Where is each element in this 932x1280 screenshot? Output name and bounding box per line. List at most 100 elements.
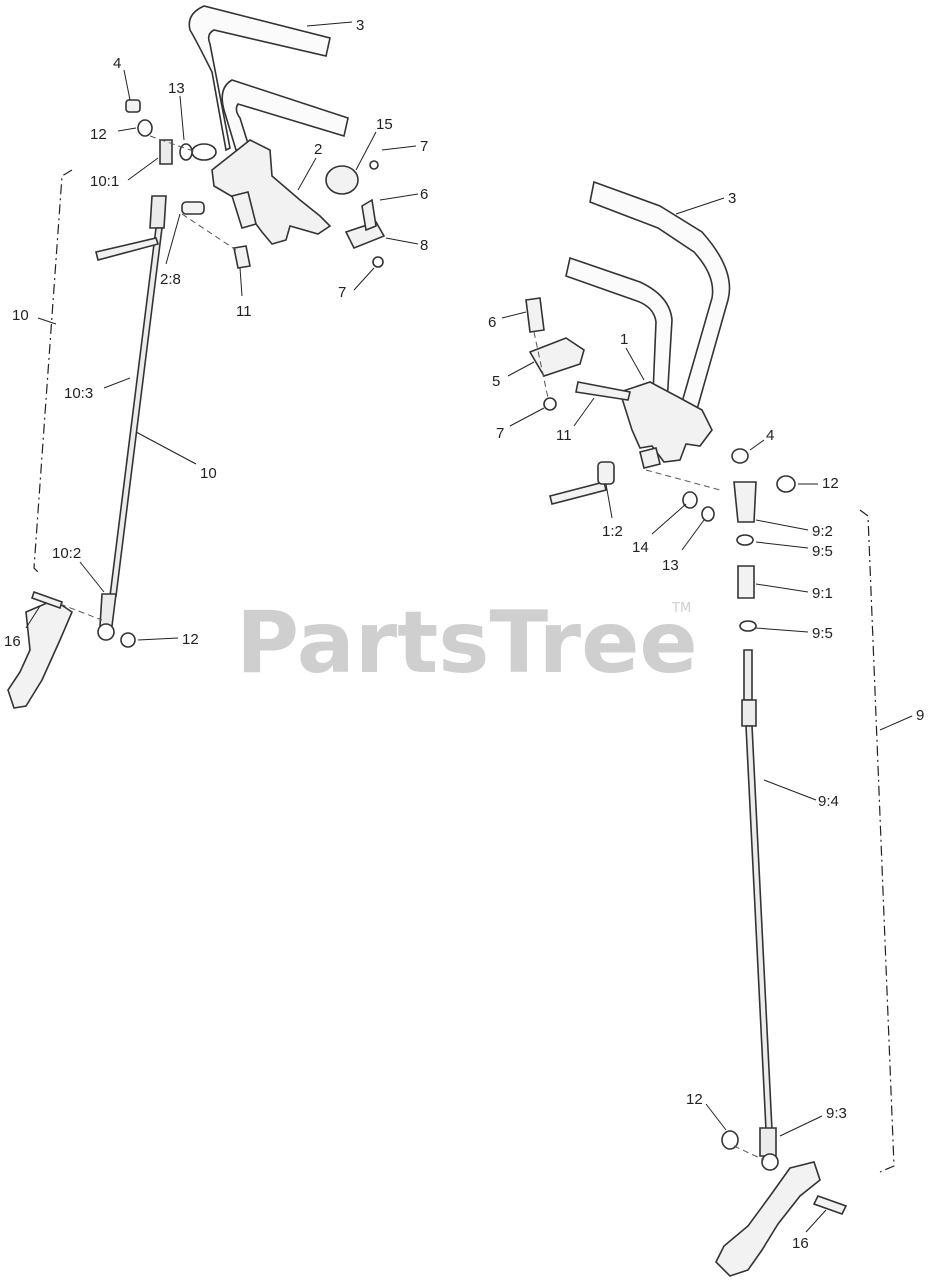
right-dash-guide-2	[645, 469, 721, 491]
right-spring	[639, 447, 661, 469]
right-assembly	[525, 180, 848, 1277]
callout-3-left: 3	[356, 17, 364, 34]
left-spring	[230, 191, 257, 229]
callout-10-3: 10:3	[64, 385, 93, 402]
left-rod-end-bottom	[99, 593, 117, 627]
left-assembly-bracket	[33, 169, 73, 575]
left-rod-end-top	[159, 139, 173, 165]
left-nut-12-bottom	[120, 632, 136, 648]
callout-12-left-top: 12	[90, 126, 107, 143]
callout-4-left: 4	[113, 55, 121, 72]
callout-13-right: 13	[662, 557, 679, 574]
right-washer-9-5-top	[736, 534, 754, 546]
left-control-lever	[211, 139, 332, 245]
right-bolt-11	[575, 381, 631, 401]
callout-8-left: 8	[420, 237, 428, 254]
callout-1-2: 1:2	[602, 523, 623, 540]
callout-6-right: 6	[488, 314, 496, 331]
right-assembly-bracket	[859, 509, 895, 1173]
left-dash-guide-2	[149, 135, 197, 153]
callout-11-left: 11	[236, 303, 252, 320]
right-callouts: 3 6 1 5 7 11 4 12 1:2 14 13 9:2 9:5 9:1 …	[488, 190, 924, 1252]
callout-11-right: 11	[556, 427, 572, 444]
left-rod-coupler	[149, 195, 167, 229]
callout-4-right: 4	[766, 427, 774, 444]
left-dash-guide-3	[59, 603, 103, 621]
left-pivot-bushing	[191, 143, 217, 161]
right-dash-guide-1	[533, 331, 549, 399]
right-spacer-1-2	[597, 461, 615, 485]
right-bracket-5	[528, 337, 585, 377]
callout-9-1: 9:1	[812, 585, 833, 602]
right-dash-guide-3	[733, 1145, 765, 1161]
right-rod-top	[743, 649, 753, 701]
left-rod-10	[109, 227, 163, 597]
callout-7-left-bottom: 7	[338, 284, 346, 301]
callout-1-right: 1	[620, 331, 628, 348]
left-nut-12-top	[137, 119, 153, 137]
callout-12-right-top: 12	[822, 475, 839, 492]
callout-15-left: 15	[376, 116, 393, 133]
left-handle-bar-rear	[221, 79, 349, 151]
left-spacer-2-8	[181, 201, 205, 215]
right-bolt-16	[812, 1195, 848, 1215]
callout-16-right: 16	[792, 1235, 809, 1252]
right-rod-coupler	[741, 699, 757, 727]
left-rod-eye	[97, 623, 115, 641]
callout-2-left: 2	[314, 141, 322, 158]
right-nut-7	[543, 397, 557, 411]
callout-13-left: 13	[168, 80, 185, 97]
right-washer-13	[701, 506, 715, 522]
left-damper-15	[325, 165, 359, 195]
callout-2-8: 2:8	[160, 271, 181, 288]
callout-10-left-bracket: 10	[12, 307, 29, 324]
callout-9-5-top: 9:5	[812, 543, 833, 560]
right-rod-eye	[761, 1153, 779, 1171]
callout-6-left: 6	[420, 186, 428, 203]
callout-10-left-rod: 10	[200, 465, 217, 482]
right-rod-end-9-2	[733, 481, 757, 523]
left-bolt-7-top	[369, 160, 379, 170]
right-nut-12-bottom	[721, 1130, 739, 1150]
left-nut-7	[372, 256, 384, 268]
callout-7-right: 7	[496, 425, 504, 442]
left-assembly	[7, 5, 386, 709]
left-dash-guide-1	[181, 213, 237, 251]
callout-7-left-top: 7	[420, 138, 428, 155]
callout-9-3: 9:3	[826, 1105, 847, 1122]
callout-12-left-bottom: 12	[182, 631, 199, 648]
left-nut-4	[125, 99, 141, 113]
callout-9-bracket: 9	[916, 707, 924, 724]
left-handle-bar-front	[188, 5, 331, 152]
left-long-bolt	[95, 237, 160, 261]
right-bolt-6	[525, 297, 545, 333]
right-rod-9-4	[745, 725, 773, 1131]
callout-5-right: 5	[492, 373, 500, 390]
right-lower-arm	[715, 1161, 821, 1277]
callout-12-right-bottom: 12	[686, 1091, 703, 1108]
right-rod-end-9-3	[759, 1127, 777, 1157]
callout-9-5-bottom: 9:5	[812, 625, 833, 642]
right-long-bolt	[549, 481, 607, 505]
callout-14-right: 14	[632, 539, 649, 556]
right-control-lever	[619, 381, 713, 463]
right-bracket-leader	[879, 715, 913, 731]
right-leaders	[501, 197, 827, 1233]
callout-3-right: 3	[728, 190, 736, 207]
left-bolt-16	[30, 590, 64, 610]
left-leaders	[25, 21, 419, 641]
callout-9-2: 9:2	[812, 523, 833, 540]
right-spring-9-1	[737, 565, 755, 599]
left-lower-arm	[7, 599, 73, 709]
right-nut-12-top	[776, 475, 796, 493]
left-bolt-6	[361, 198, 377, 232]
callout-10-2: 10:2	[52, 545, 81, 562]
watermark-tm: TM	[671, 601, 691, 616]
callout-9-4: 9:4	[818, 793, 839, 810]
left-bolt-11	[233, 245, 251, 269]
right-nut-4	[731, 448, 749, 464]
right-washer-9-5-bottom	[739, 620, 757, 632]
left-washer-13	[179, 143, 193, 161]
watermark-text: PartsTree	[236, 593, 698, 693]
